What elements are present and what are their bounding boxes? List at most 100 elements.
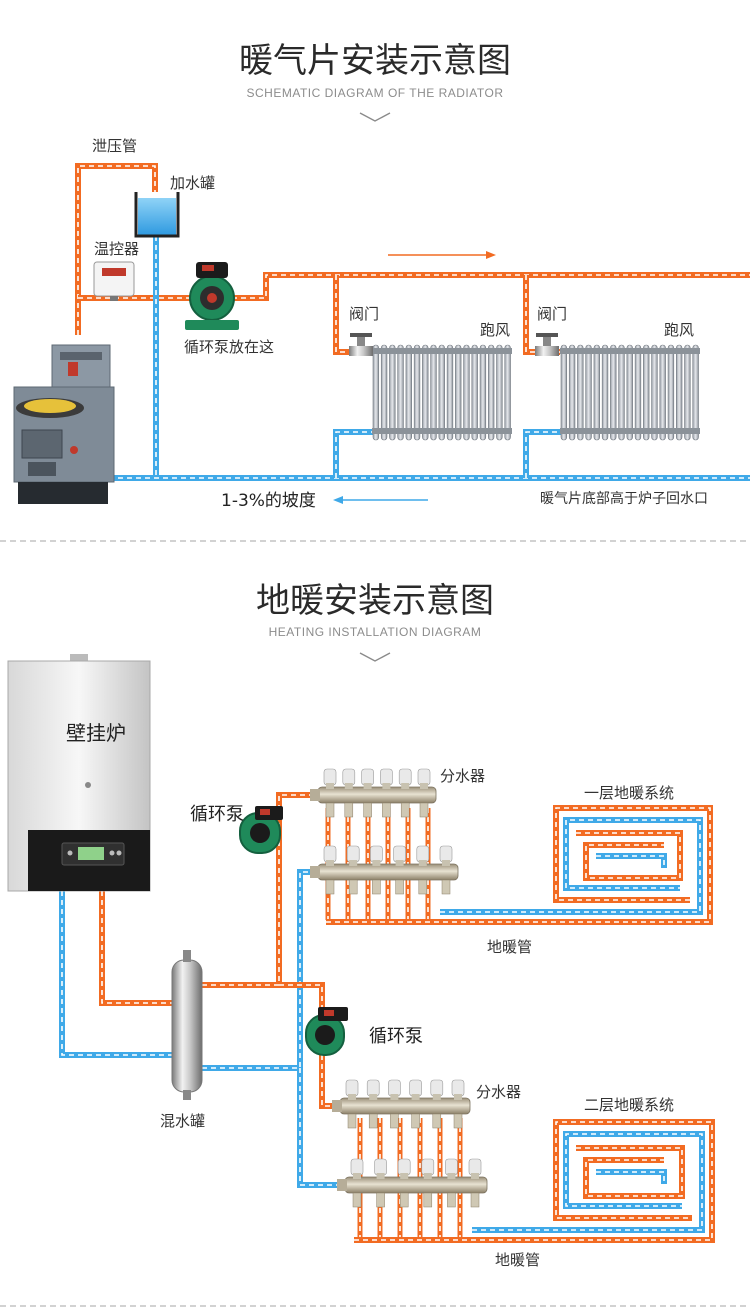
manifold-1-supply-outlet: [325, 802, 335, 818]
manifold-1-return-outlet: [372, 879, 381, 895]
return-branch-2-dash: [525, 431, 562, 478]
manifold-1-return-valve-cap: [439, 845, 453, 863]
manifold-2-supply-valve-neck: [369, 1094, 378, 1100]
mixing-tank-label: 混水罐: [160, 1112, 205, 1130]
manifold-1-supply-outlet: [419, 802, 429, 818]
manifold-2-return-outlet: [470, 1192, 480, 1208]
system-2-label: 二层地暖系统: [584, 1096, 674, 1114]
radiator-2-footer: [560, 428, 700, 434]
circulation-pump-1: [239, 806, 283, 854]
manifold-2-return-valve-cap: [397, 1158, 411, 1176]
manifold-1-return-outlet: [325, 879, 335, 895]
radiator-pipes: [75, 163, 750, 481]
pump-1-label: 循环泵: [190, 804, 244, 825]
manifold-1-return-valve-cap: [370, 845, 383, 863]
radiator-2-fin: [692, 344, 699, 441]
manifold-1-return-outlet: [418, 879, 428, 895]
manifold-1-supply-valve-neck: [363, 783, 372, 789]
water-tank: [134, 192, 180, 238]
manifold-1-return-outlet: [348, 879, 358, 895]
manifold-1-supply-outlet: [400, 802, 410, 818]
manifold-1-supply-inlet: [310, 789, 320, 801]
chevron-down-icon: [359, 112, 391, 122]
manifold-2-supply-outlet: [411, 1113, 420, 1129]
manifold-2-supply-valve-neck: [432, 1094, 441, 1100]
system-1-label: 一层地暖系统: [584, 784, 674, 802]
manifold-1-supply-valve-cap: [417, 768, 431, 786]
slope-label: 1-3%的坡度: [221, 491, 316, 511]
pipe-2-label: 地暖管: [495, 1251, 540, 1269]
boiler-supply-pipe-dash: [101, 891, 172, 1004]
manifold-2-supply-valve-neck: [411, 1094, 420, 1100]
manifold-1-supply-body: [317, 786, 437, 804]
radiator-1-fin: [405, 344, 412, 441]
manifold-2-supply-valve-cap: [345, 1079, 359, 1097]
radiator-1-fin: [471, 344, 478, 441]
valve-1-label: 阀门: [349, 305, 379, 323]
return-branch-1-dash: [335, 431, 375, 478]
manifold-1-return-valve-neck: [442, 860, 450, 866]
manifold-2-return-valve-cap: [468, 1158, 482, 1176]
manifold-1-supply-valve-cap: [342, 768, 356, 786]
valve-2-label: 阀门: [537, 305, 567, 323]
manifold-1-return-outlet: [395, 879, 404, 895]
manifold-2-supply-outlet: [432, 1113, 442, 1129]
flow-arrow-right-icon: [388, 251, 496, 259]
radiator-1-fin: [455, 344, 462, 441]
radiator-1-fin: [389, 344, 396, 441]
manifold-2-return-valve-neck: [353, 1173, 361, 1179]
manifold-2-return-outlet: [447, 1192, 456, 1208]
manifold-1-return-valve-neck: [418, 860, 427, 866]
manifold-2-supply-outlet: [390, 1113, 399, 1129]
radiator-2-fin: [593, 344, 600, 441]
manifold-2-supply-valve-cap: [430, 1079, 444, 1097]
manifold-1-supply-valve-cap: [398, 768, 412, 786]
radiator-2-fin: [585, 344, 592, 441]
floor2-inner-return: [596, 1169, 667, 1184]
circulation-pump-radiator: [185, 262, 239, 330]
vent-2-label: 跑风: [664, 321, 694, 339]
relief-pipe-dash: [77, 165, 156, 335]
return-branch-1: [333, 429, 375, 478]
manifold-2-supply-valve-cap: [409, 1079, 422, 1097]
floor-subtitle: HEATING INSTALLATION DIAGRAM: [269, 625, 482, 639]
floor1-heating-coil-dash: [326, 807, 711, 923]
manifold-1-supply-valve-neck: [382, 783, 391, 789]
manifold-1-return-valve-neck: [372, 860, 381, 866]
circulation-pump-2: [305, 1007, 348, 1056]
floor2-return-coil-dash: [472, 1133, 703, 1231]
manifold-2-return-valve-cap: [445, 1158, 458, 1176]
floor-pipes: [59, 792, 715, 1243]
manifolds: [310, 768, 488, 1208]
manifold-1-supply-valve-cap: [361, 768, 374, 786]
return-branch-2: [523, 429, 562, 478]
manifold-2-return-valve-cap: [374, 1158, 387, 1176]
floor2-inner-return-dash: [596, 1171, 665, 1184]
thermostat-device: [93, 261, 135, 301]
manifold-1-supply-outlet: [363, 802, 372, 818]
radiator-2-fin: [610, 344, 617, 441]
floor2-supply-branch-dash: [279, 984, 323, 1015]
thermostat-label: 温控器: [94, 240, 139, 258]
manifold-1-return-valve-cap: [346, 845, 360, 863]
supply-main-pipe-dash: [232, 274, 750, 299]
supply-main-pipe: [232, 272, 750, 301]
floor2-return-pipe-dash: [299, 1068, 345, 1186]
manifold-2-return-valve-neck: [471, 1173, 479, 1179]
manifold-1-return-outlet: [441, 879, 451, 895]
radiator-1-header: [372, 348, 512, 354]
manifold-2-supply-valve-cap: [366, 1079, 380, 1097]
floor1-inner-return: [596, 853, 667, 868]
floor1-return-riser-dash: [202, 871, 318, 1069]
radiator-2-fin: [601, 344, 609, 441]
coal-stove: [13, 344, 115, 504]
radiator-2-header: [560, 348, 700, 354]
valve-1-icon: [349, 333, 373, 356]
manifold-2-return-outlet: [352, 1192, 362, 1208]
manifold-2-supply-valve-cap: [451, 1079, 465, 1097]
radiator-2-fin: [634, 344, 642, 441]
floor1-inner-coil-dash: [576, 832, 681, 879]
radiator-2-fin: [651, 344, 658, 441]
